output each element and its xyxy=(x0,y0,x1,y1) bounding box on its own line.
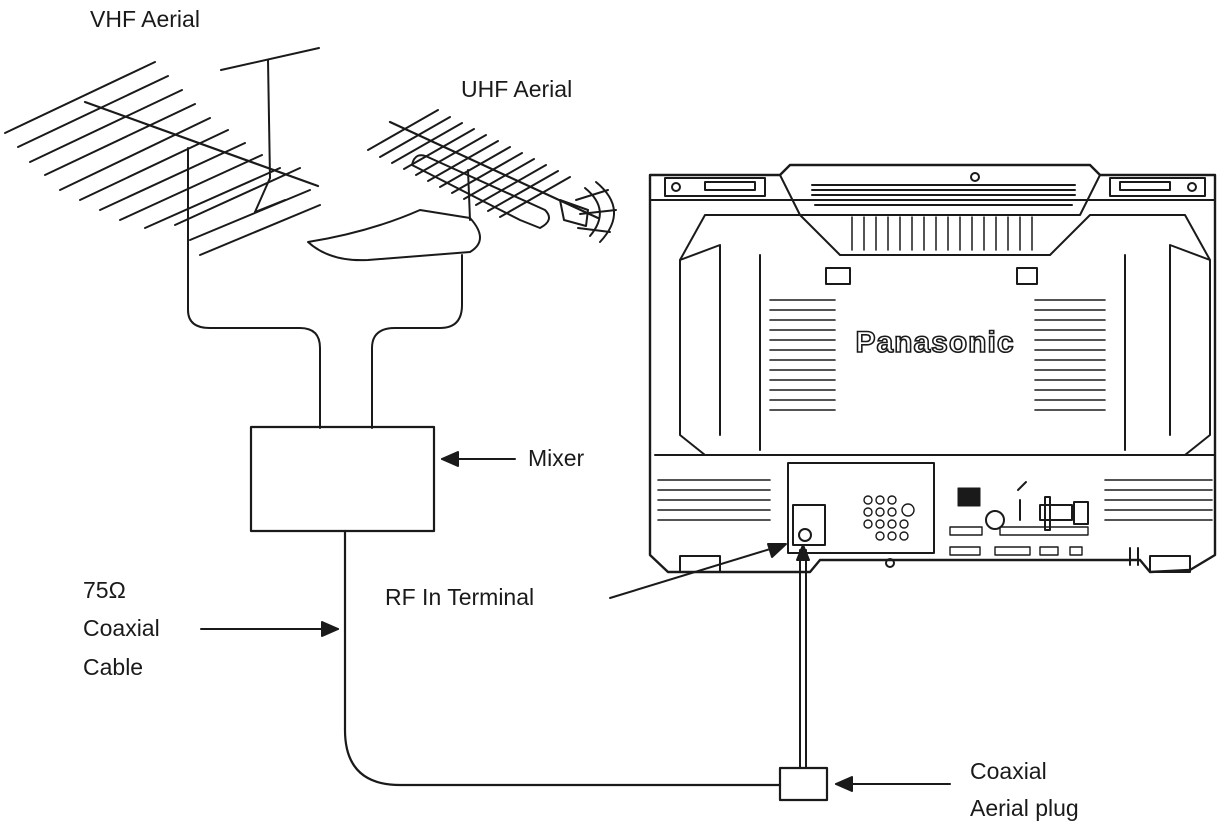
rf-in-terminal-label: RF In Terminal xyxy=(385,584,535,610)
coaxial-cable-label-line3: Cable xyxy=(83,654,144,680)
television-rear xyxy=(648,163,1217,574)
coaxial-cable-arrow xyxy=(200,621,339,637)
mixer-arrow xyxy=(441,451,516,467)
vhf-aerial xyxy=(4,47,321,301)
coaxial-cable-label-line1: 75Ω xyxy=(83,577,126,603)
terminal-panel xyxy=(787,462,935,554)
rf-in-terminal xyxy=(792,504,826,546)
tv-brand-label: Panasonic xyxy=(855,326,1014,359)
aerial-plug-label-line1: Coaxial xyxy=(970,758,1047,784)
uhf-aerial xyxy=(307,109,617,301)
uhf-aerial-label: UHF Aerial xyxy=(461,76,573,102)
vhf-aerial-label: VHF Aerial xyxy=(90,6,200,32)
coaxial-aerial-plug xyxy=(778,766,829,802)
aerial-plug-arrow xyxy=(835,776,951,792)
mixer-label: Mixer xyxy=(528,445,585,471)
aerial-plug-label-line2: Aerial plug xyxy=(970,795,1079,821)
coaxial-cable xyxy=(343,529,782,787)
plug-to-rf-cable xyxy=(796,544,810,769)
mixer-box xyxy=(249,425,436,533)
coaxial-cable-label-line2: Coaxial xyxy=(83,615,160,641)
aerial-cables xyxy=(187,299,463,429)
